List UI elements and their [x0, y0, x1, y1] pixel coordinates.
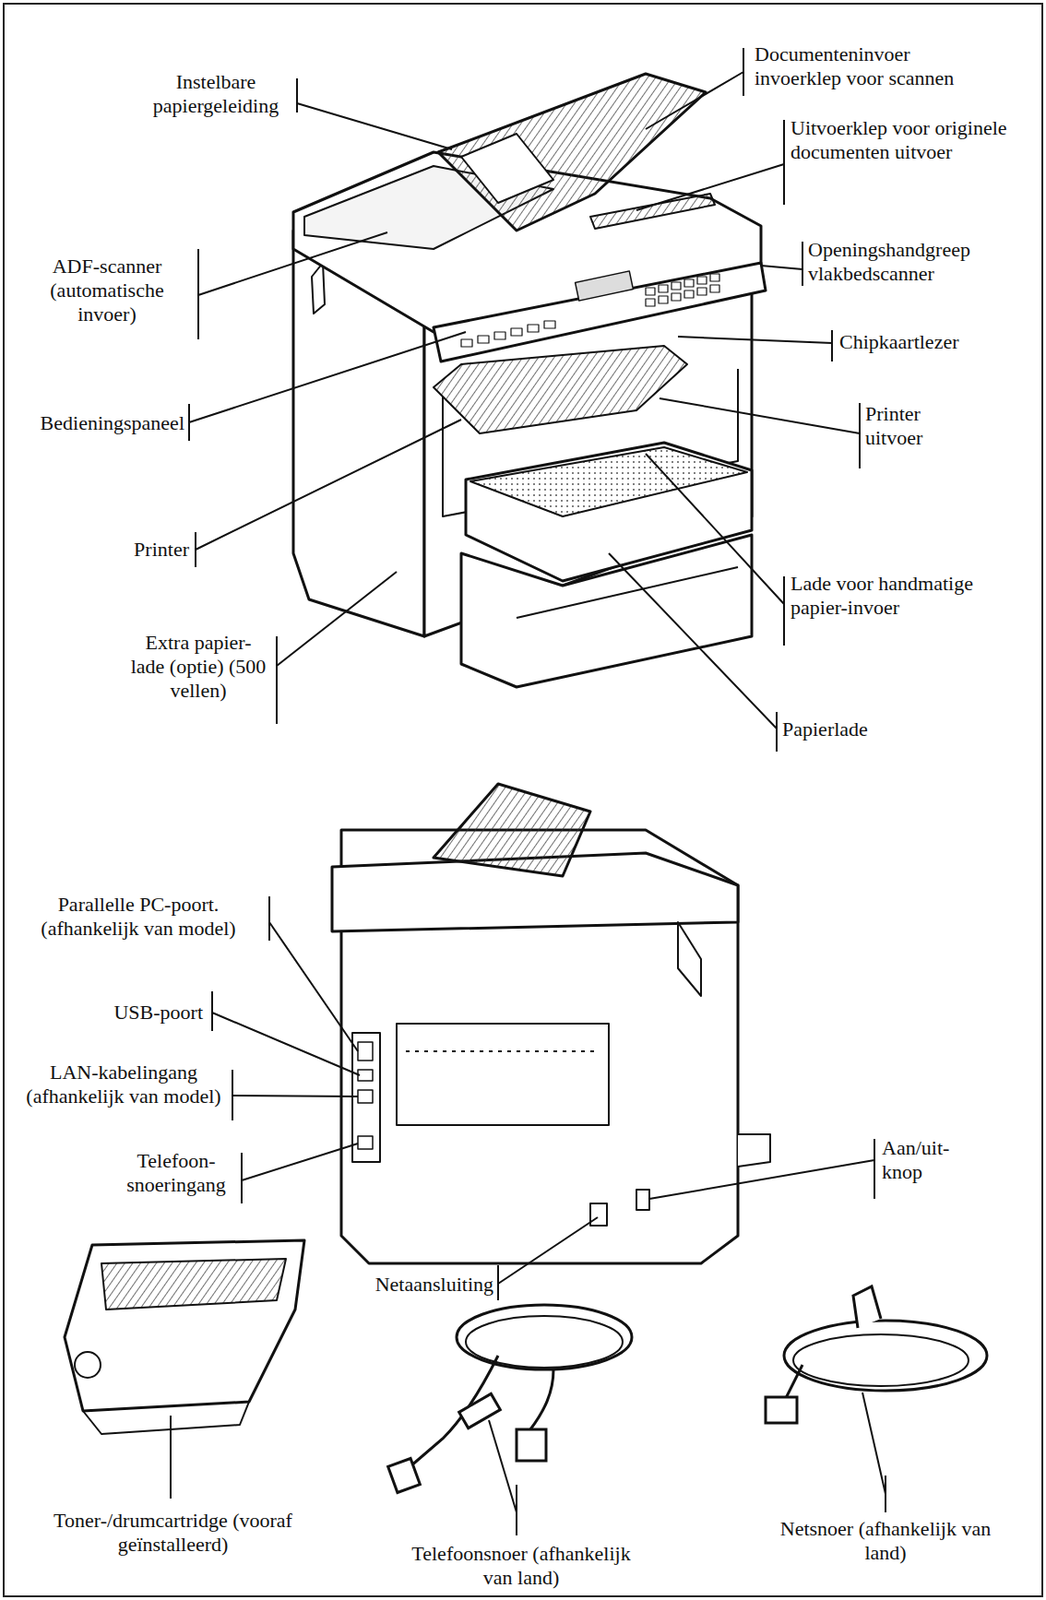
- handle-recess: [311, 262, 325, 314]
- phone-port: [357, 1136, 373, 1150]
- port-panel: [352, 1033, 381, 1163]
- part-label: Lade voor handmatige papier-invoer: [790, 571, 1033, 620]
- part-label: Telefoon- snoeringang: [115, 1149, 238, 1198]
- printer-output: [433, 345, 688, 434]
- part-label: ADF-scanner (automatische invoer): [27, 254, 187, 327]
- parallel-port: [357, 1042, 373, 1061]
- part-label: Telefoonsnoer (afhankelijk van land): [405, 1542, 637, 1591]
- lan-port: [357, 1090, 373, 1104]
- rj11-plug: [388, 1458, 421, 1493]
- rear-door: [396, 1023, 609, 1126]
- part-label: Parallelle PC-poort. (afhankelijk van mo…: [27, 892, 250, 941]
- part-label: Papierlade: [782, 717, 967, 742]
- rear-slots: [405, 1050, 600, 1053]
- original-output: [590, 193, 715, 229]
- display: [575, 271, 634, 301]
- part-label: Toner-/drumcartridge (vooraf geïnstallee…: [46, 1509, 300, 1558]
- part-label: Openingshandgreep vlakbedscanner: [808, 237, 1039, 286]
- back-view: [332, 784, 771, 1264]
- front-view: [293, 73, 766, 688]
- part-label: Documenteninvoer invoerklep voor scannen: [754, 42, 999, 91]
- power-coil: [784, 1320, 987, 1391]
- part-label: Netsnoer (afhankelijk van land): [774, 1517, 997, 1566]
- cord-coil: [456, 1305, 632, 1370]
- part-label: Printer uitvoer: [865, 402, 967, 451]
- frame: [3, 3, 1043, 1597]
- cartridge-base: [83, 1402, 250, 1435]
- tray-back: [737, 1134, 771, 1167]
- part-label: Aan/uit- knop: [881, 1136, 975, 1185]
- cartridge-body: [64, 1240, 305, 1412]
- part-label: Extra papier- lade (optie) (500 vellen): [129, 630, 268, 703]
- cord-filter: [459, 1393, 501, 1428]
- power-connector: [765, 1397, 797, 1424]
- tray-edge: [516, 567, 738, 619]
- mains-plug: [853, 1286, 881, 1329]
- cord-wire-b: [530, 1369, 554, 1430]
- part-label: LAN-kabelingang (afhankelijk van model): [22, 1060, 226, 1109]
- part-label: Instelbare papiergeleiding: [136, 70, 296, 119]
- power-cord: [765, 1286, 987, 1424]
- cartridge-top: [101, 1259, 286, 1310]
- part-label: USB-poort: [36, 1000, 203, 1025]
- control-panel: [433, 262, 766, 362]
- feeder-back: [433, 784, 591, 877]
- part-label: Bedieningspaneel: [27, 411, 185, 436]
- paper-guide: [461, 133, 554, 203]
- extra-tray: [461, 534, 752, 688]
- leader-lines: [170, 47, 886, 1536]
- telephone-cord: [388, 1305, 632, 1494]
- usb-port: [357, 1069, 373, 1082]
- toner-cartridge: [64, 1240, 305, 1435]
- part-label: Printer: [55, 537, 190, 562]
- power-socket: [590, 1203, 607, 1226]
- drum-gear: [74, 1352, 101, 1379]
- manual-feed-tray: [470, 447, 748, 517]
- part-label: Uitvoerklep voor originele documenten ui…: [790, 116, 1022, 165]
- wall-plug: [516, 1429, 547, 1462]
- part-label: Netaansluiting: [327, 1272, 494, 1297]
- power-switch: [636, 1189, 650, 1211]
- part-label: Chipkaartlezer: [839, 330, 1034, 355]
- side-grip: [677, 922, 702, 997]
